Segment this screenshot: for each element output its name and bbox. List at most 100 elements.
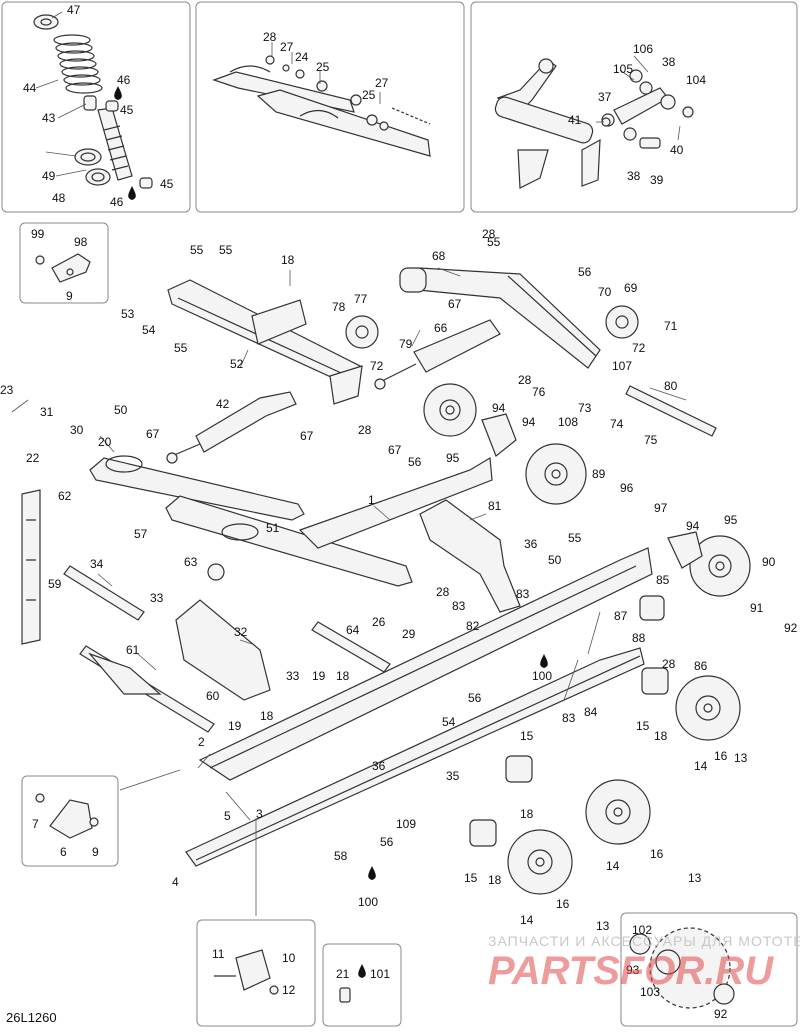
callout-c97: 97: [654, 501, 668, 515]
callout-c18b: 18: [336, 669, 350, 683]
callout-c48: 48: [52, 191, 66, 205]
callout-c90: 90: [762, 555, 776, 569]
callout-c108: 108: [558, 415, 578, 429]
inset-grease-box: [322, 943, 402, 1027]
callout-c43: 43: [42, 111, 56, 125]
callout-c9a: 9: [66, 289, 73, 303]
callout-c83a: 83: [452, 599, 466, 613]
callout-c19b: 19: [228, 719, 242, 733]
callout-c36a: 36: [524, 537, 538, 551]
main-frame-1: [185, 456, 653, 867]
callout-c86: 86: [694, 659, 708, 673]
callout-c49: 49: [42, 169, 56, 183]
callout-c15a: 15: [636, 719, 650, 733]
callout-c75: 75: [644, 433, 658, 447]
callout-c67c: 67: [300, 429, 314, 443]
callout-c64: 64: [346, 623, 360, 637]
callout-c38a: 38: [662, 55, 676, 69]
callout-c103: 103: [640, 985, 660, 999]
callout-c84: 84: [584, 705, 598, 719]
callout-c27b: 27: [375, 76, 389, 90]
callout-c52: 52: [230, 357, 244, 371]
callout-c78: 78: [332, 300, 346, 314]
callout-c100a: 100: [532, 669, 552, 683]
callout-c14b: 14: [606, 859, 620, 873]
callout-c59: 59: [48, 577, 62, 591]
callout-c14c: 14: [520, 913, 534, 927]
oil-drop-icons: [114, 86, 548, 880]
callout-c21: 21: [336, 967, 350, 981]
callout-c44: 44: [23, 81, 37, 95]
shock-spring-drawing: [33, 14, 153, 189]
callout-c45b: 45: [160, 177, 174, 191]
callout-c28f: 28: [662, 657, 676, 671]
arm-inset-drawing: [212, 55, 431, 157]
callout-c82: 82: [466, 619, 480, 633]
callout-c23: 23: [0, 383, 14, 397]
callout-c55d: 55: [487, 235, 501, 249]
wheel-inset-drawing: [629, 927, 735, 1009]
callout-c92b: 92: [714, 1007, 728, 1021]
callout-c109: 109: [396, 817, 416, 831]
shaft-34: [63, 565, 145, 621]
callout-c6: 6: [60, 845, 67, 859]
callout-c67a: 67: [448, 297, 462, 311]
callout-c104: 104: [686, 73, 706, 87]
callout-c83c: 83: [562, 711, 576, 725]
bracket-inset-drawing: [35, 253, 91, 283]
linkage-inset-drawing: [494, 58, 694, 189]
callout-c61: 61: [126, 643, 140, 657]
callout-c16b: 16: [650, 847, 664, 861]
callout-c11: 11: [212, 947, 225, 961]
callout-c47: 47: [67, 3, 81, 17]
callout-c54b: 54: [442, 715, 456, 729]
callout-c46a: 46: [117, 73, 131, 87]
callout-c1: 1: [368, 493, 375, 507]
callout-c7: 7: [32, 817, 39, 831]
callout-c25b: 25: [362, 88, 376, 102]
callout-c18a: 18: [281, 253, 295, 267]
callout-c72a: 72: [370, 359, 384, 373]
callout-c18f: 18: [488, 873, 502, 887]
callout-c14a: 14: [694, 759, 708, 773]
callout-c73: 73: [578, 401, 592, 415]
callout-c72b: 72: [632, 341, 646, 355]
callout-c37: 37: [598, 90, 612, 104]
callout-c85: 85: [656, 573, 670, 587]
callout-c55b: 55: [219, 243, 233, 257]
callout-c89: 89: [592, 467, 606, 481]
callout-c56b: 56: [408, 455, 422, 469]
callout-c62: 62: [58, 489, 72, 503]
grease-inset-drawing: [339, 964, 366, 1003]
callout-c10: 10: [282, 951, 296, 965]
callout-c68: 68: [432, 249, 446, 263]
callout-c57: 57: [134, 527, 148, 541]
slider-inset-drawing: [214, 949, 279, 995]
callout-c71: 71: [664, 319, 678, 333]
callout-c15c: 15: [464, 871, 478, 885]
callout-c50a: 50: [114, 403, 128, 417]
callout-c101: 101: [370, 967, 390, 981]
callout-c53: 53: [121, 307, 135, 321]
callout-c13c: 13: [596, 919, 610, 933]
callout-c18c: 18: [260, 709, 274, 723]
callout-c32: 32: [234, 625, 248, 639]
callout-c31: 31: [40, 405, 54, 419]
callout-c80: 80: [664, 379, 678, 393]
callout-c79: 79: [399, 337, 413, 351]
callout-c22: 22: [26, 451, 40, 465]
callout-c16a: 16: [714, 749, 728, 763]
callout-c12: 12: [282, 983, 296, 997]
callout-c56d: 56: [380, 835, 394, 849]
callout-c28d: 28: [358, 423, 372, 437]
rear-arm-68: [398, 267, 601, 369]
callout-c45a: 45: [120, 103, 134, 117]
axle-housings: [469, 413, 703, 847]
callout-c95b: 95: [724, 513, 738, 527]
watermark-logo: PARTSFOR.RU: [488, 949, 774, 993]
callout-c54a: 54: [142, 323, 156, 337]
callout-c102: 102: [632, 923, 652, 937]
stopper-inset-drawing: [35, 793, 99, 839]
